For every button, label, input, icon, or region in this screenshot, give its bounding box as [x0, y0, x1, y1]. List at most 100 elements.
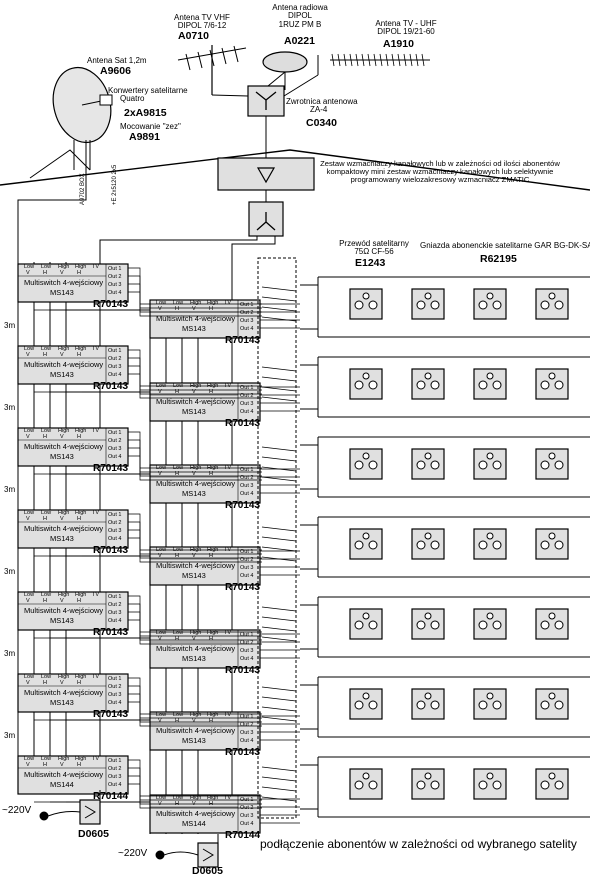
- ms-input-polarity: H: [209, 389, 213, 395]
- ms-input-polarity: V: [192, 306, 196, 312]
- ms-name: Multiswitch 4-wejściowy: [24, 524, 104, 533]
- ms-input-label: Low: [156, 383, 167, 389]
- output-feed: [261, 526, 297, 532]
- output-feed: [261, 376, 297, 382]
- multiswitch-right-7: [149, 794, 261, 834]
- socket-port: [416, 780, 426, 790]
- ms-input-polarity: V: [60, 762, 64, 768]
- ms-output-label: Out 2: [240, 393, 254, 399]
- multiswitch-left-7: [17, 755, 129, 795]
- socket-port: [554, 460, 564, 470]
- ms-name: Multiswitch 4-wejściowy: [24, 360, 104, 369]
- ms-input-label: High: [58, 674, 70, 680]
- ms-input-polarity: H: [209, 636, 213, 642]
- ms-model: MS143: [50, 288, 74, 297]
- ms-input-polarity: H: [77, 598, 81, 604]
- ms-output-wire: [128, 291, 262, 317]
- ms-output-label: Out 4: [240, 738, 254, 744]
- tv-line-right: [231, 236, 276, 300]
- ms-output-label: Out 1: [108, 676, 122, 682]
- ms-output-wire: [128, 759, 262, 797]
- ms-model: MS143: [50, 452, 74, 461]
- ms-input-label: TV: [224, 795, 232, 801]
- ms-input-label: Low: [156, 712, 167, 718]
- uhf-element: [385, 53, 389, 67]
- distance-label: 3m: [4, 321, 16, 330]
- ms-input-label: High: [75, 346, 87, 352]
- ms-input-polarity: V: [26, 270, 30, 276]
- ms-input-polarity: V: [192, 553, 196, 559]
- ms-input-polarity: V: [158, 801, 162, 807]
- socket-port: [486, 372, 494, 380]
- uhf-element: [343, 53, 347, 67]
- ms-code: R70143: [93, 381, 129, 392]
- ms-output-wire: [128, 267, 262, 305]
- power-code-left: D0605: [78, 828, 109, 840]
- socket-port: [486, 772, 494, 780]
- socket-port: [486, 692, 494, 700]
- ms-output-label: Out 2: [240, 310, 254, 316]
- socket-port: [424, 612, 432, 620]
- ms-output-label: Out 2: [240, 722, 254, 728]
- socket-port: [554, 700, 564, 710]
- ms-input-label: High: [75, 510, 87, 516]
- socket-port: [478, 780, 488, 790]
- ms-input-label: Low: [156, 547, 167, 553]
- ms-input-polarity: H: [209, 718, 213, 724]
- ms-output-label: Out 2: [240, 475, 254, 481]
- socket-port: [430, 540, 440, 550]
- socket-port: [548, 372, 556, 380]
- ms-input-label: TV: [224, 383, 232, 389]
- ms-input-label: Low: [41, 346, 52, 352]
- socket-code: R62195: [480, 253, 517, 265]
- power-supply-left-cord: [47, 811, 81, 817]
- ms-name: Multiswitch 4-wejściowy: [156, 397, 236, 406]
- ms-input-label: High: [207, 383, 219, 389]
- ms-input-label: High: [207, 300, 219, 306]
- riser-label-right: +E 2x5120 2x5: [112, 164, 118, 205]
- output-feed: [261, 536, 297, 542]
- distance-label: 3m: [4, 567, 16, 576]
- uhf-element: [403, 53, 407, 67]
- riser-label-left: A9702 BOX: [80, 173, 86, 205]
- socket-port: [478, 380, 488, 390]
- ms-output-label: Out 4: [240, 491, 254, 497]
- ms-input-label: TV: [224, 465, 232, 471]
- socket-port: [554, 380, 564, 390]
- ms-name: Multiswitch 4-wejściowy: [156, 644, 236, 653]
- socket-port: [416, 300, 426, 310]
- ms-input-label: Low: [24, 592, 35, 598]
- group-bracket: [300, 444, 318, 490]
- uhf-element: [337, 53, 341, 67]
- ms-output-label: Out 1: [108, 594, 122, 600]
- ms-input-polarity: V: [60, 352, 64, 358]
- uhf-element: [415, 53, 419, 67]
- ms-code: R70143: [225, 500, 261, 511]
- ms-input-label: Low: [41, 264, 52, 270]
- multiswitch-left-2: [17, 345, 129, 385]
- socket-port: [540, 540, 550, 550]
- ms-input-label: Low: [156, 630, 167, 636]
- ms-input-label: High: [207, 465, 219, 471]
- ms-input-polarity: H: [43, 762, 47, 768]
- socket-port: [416, 540, 426, 550]
- ms-input-label: High: [190, 630, 202, 636]
- socket-port: [492, 300, 502, 310]
- output-feed: [261, 456, 297, 462]
- ms-input-polarity: V: [26, 434, 30, 440]
- lnb-code: 2xA9815: [124, 107, 167, 119]
- socket-port: [554, 620, 564, 630]
- socket-port: [486, 612, 494, 620]
- socket-port: [540, 300, 550, 310]
- ms-input-label: High: [190, 547, 202, 553]
- socket-port: [354, 460, 364, 470]
- mount-code: A9891: [129, 131, 160, 143]
- socket-port: [548, 772, 556, 780]
- socket-port: [424, 452, 432, 460]
- ms-input-label: Low: [41, 592, 52, 598]
- ms-output-label: Out 4: [240, 409, 254, 415]
- socket-port: [354, 300, 364, 310]
- ms-output-label: Out 3: [240, 648, 254, 654]
